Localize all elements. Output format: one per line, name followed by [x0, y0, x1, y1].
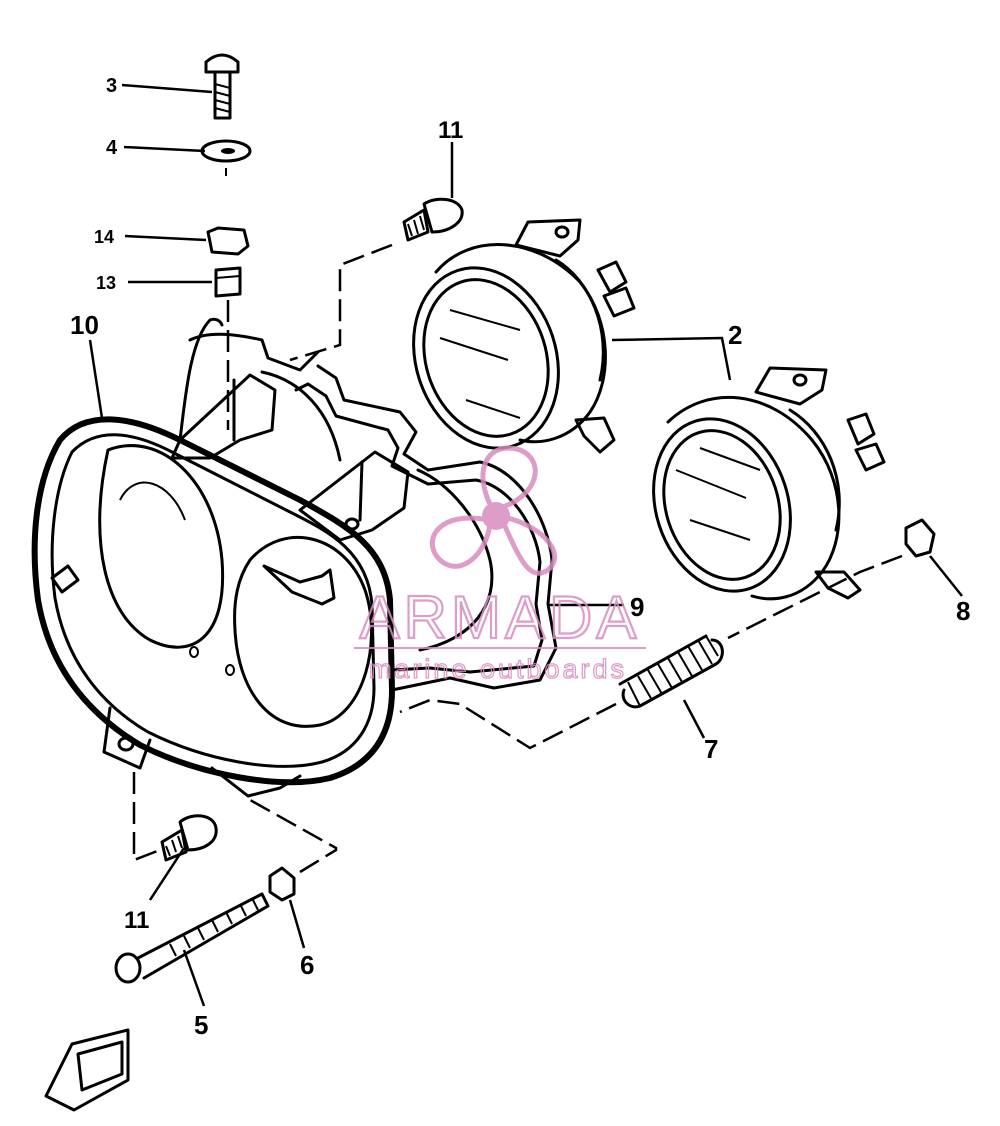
mounting-axis-11-top — [289, 243, 393, 362]
nut-6 — [268, 866, 296, 902]
watermark: ARMADA marine outboards — [354, 445, 646, 685]
nut-14 — [206, 226, 250, 256]
spring-7 — [618, 634, 724, 709]
mounting-axis-8 — [727, 554, 903, 640]
mounting-axis-11-bottom — [132, 772, 161, 862]
screw-11-top — [402, 197, 464, 242]
headlight-2-lower — [652, 366, 886, 601]
headlight-housing-10 — [31, 317, 410, 798]
callout-11-bottom: 11 — [124, 907, 149, 934]
collar-13 — [214, 266, 242, 298]
callout-4: 4 — [106, 137, 118, 159]
callout-5: 5 — [194, 1010, 208, 1040]
leader-4 — [123, 145, 206, 153]
nut-8 — [904, 518, 936, 558]
leader-10 — [88, 339, 104, 419]
screw-11-bottom — [160, 814, 218, 862]
watermark-tagline: marine outboards — [369, 654, 627, 684]
leader-7 — [682, 699, 706, 739]
leader-2 — [611, 336, 732, 381]
callout-13: 13 — [96, 273, 116, 293]
callout-6: 6 — [300, 950, 314, 980]
mounting-axis-7 — [399, 698, 617, 750]
callout-9: 9 — [630, 592, 644, 622]
leader-14 — [124, 234, 207, 242]
washer-4 — [200, 139, 252, 176]
leader-6 — [288, 899, 306, 949]
leader-11-bottom — [148, 847, 186, 901]
mounting-axis-6 — [249, 798, 338, 874]
callout-11-top: 11 — [438, 117, 463, 144]
callout-3: 3 — [106, 75, 117, 97]
callout-2: 2 — [728, 320, 742, 350]
gasket-9 — [294, 364, 558, 692]
leader-8 — [929, 555, 963, 597]
callout-7: 7 — [704, 734, 718, 764]
callout-10: 10 — [70, 310, 99, 340]
screw-3 — [204, 53, 240, 120]
fwd-arrow-icon: FWD — [44, 1028, 130, 1112]
watermark-brand: ARMADA — [360, 584, 641, 651]
leader-5 — [182, 949, 206, 1007]
leader-3 — [121, 83, 213, 94]
bolt-5 — [114, 892, 270, 984]
callout-8: 8 — [956, 596, 970, 626]
fwd-label: FWD — [86, 1059, 118, 1075]
callout-14: 14 — [94, 227, 114, 247]
headlight-2-upper — [412, 218, 636, 454]
propeller-logo-icon — [429, 445, 557, 576]
